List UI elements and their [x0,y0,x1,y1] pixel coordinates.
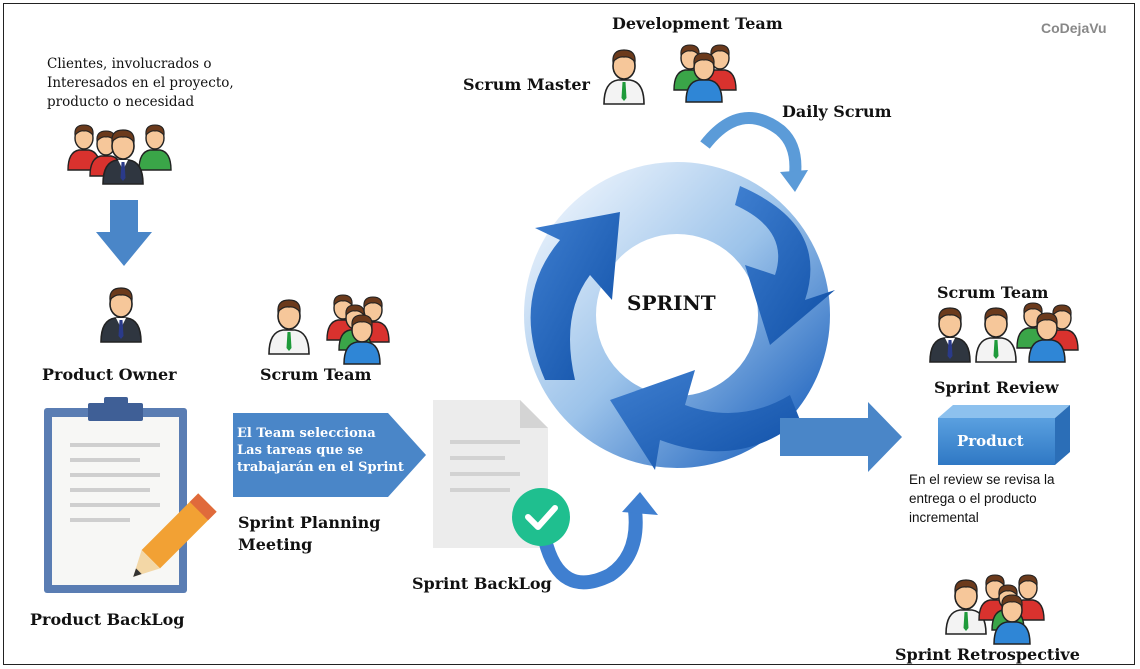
review-description: En el review se revisa la entrega o el p… [909,470,1055,527]
retrospective-team-icon [945,574,1045,645]
planning-arrow-line: Las tareas que se [237,443,364,458]
review-team-label: Scrum Team [937,283,1049,302]
planning-arrow-shape [233,413,426,497]
daily-scrum-arrow-icon [700,112,808,192]
document-check-icon [433,400,658,590]
planning-meeting-line: Meeting [238,535,313,554]
sprint-label: SPRINT [627,291,716,315]
product-owner-icon [100,287,142,343]
scrum-master-label: Scrum Master [463,75,590,94]
clipboard-pencil-icon [44,397,217,593]
product-box-icon [938,405,1070,465]
development-team-icon [673,44,737,103]
stakeholders-line: Clientes, involucrados o [47,56,212,72]
diagram-frame [3,3,1135,665]
planning-team-label: Scrum Team [260,365,372,384]
review-description-line: entrega o el producto [909,491,1037,506]
planning-arrow-line: trabajarán en el Sprint [237,460,404,475]
sprint-backlog-label: Sprint BackLog [412,574,552,593]
sprint-review-label: Sprint Review [934,378,1059,397]
review-description-line: En el review se revisa la [909,472,1055,487]
stakeholders-line: Interesados en el proyecto, [47,75,234,91]
sprint-planning-meeting-label: Sprint Planning Meeting [238,512,380,556]
down-arrow-icon [96,200,152,266]
stakeholders-line: producto o necesidad [47,94,195,110]
stakeholders-text: Clientes, involucrados o Interesados en … [47,55,234,112]
sprint-cycle-ring-icon [524,162,835,470]
product-box-label: Product [957,432,1024,450]
scrum-master-icon [603,49,645,105]
stakeholders-group-icon [67,124,172,185]
daily-scrum-label: Daily Scrum [782,102,892,121]
planning-arrow-text: El Team selecciona Las tareas que se tra… [237,425,404,476]
planning-arrow-line: El Team selecciona [237,426,376,441]
planning-scrum-team-icon [268,294,390,365]
sprint-retrospective-label: Sprint Retrospective [895,645,1080,664]
product-backlog-label: Product BackLog [30,610,185,629]
review-description-line: incremental [909,510,979,525]
review-scrum-team-icon [929,302,1079,363]
right-arrow-icon [780,402,902,472]
development-team-label: Development Team [612,14,783,33]
watermark: CoDejaVu [1041,20,1107,36]
planning-meeting-line: Sprint Planning [238,513,381,532]
product-owner-label: Product Owner [42,365,177,384]
